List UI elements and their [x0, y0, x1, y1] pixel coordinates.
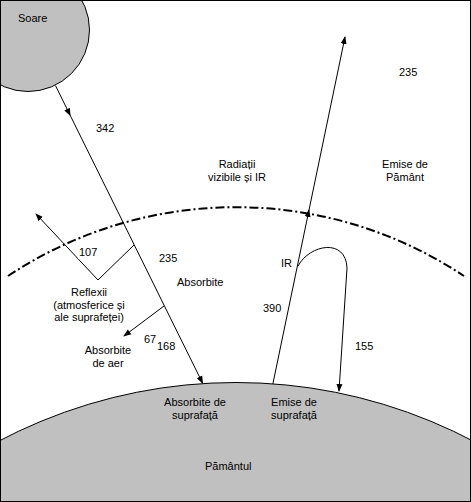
earth-circle-outline	[0, 382, 471, 502]
absorbed-label: Absorbite	[176, 276, 224, 289]
callout-number: 168	[156, 340, 176, 353]
callout-number: 107	[78, 246, 98, 259]
earth-circle: Absorbite de suprafață Emise de suprafață…	[0, 382, 471, 502]
reflection-label: Reflexii (atmosferice și ale suprafeței)	[45, 286, 133, 324]
callout-number: 235	[158, 252, 178, 265]
air-absorbed-label: Absorbite de aer	[78, 344, 138, 369]
surface-emitted-label: Emise de suprafață	[266, 396, 322, 421]
callout-number: 235	[398, 66, 418, 79]
incoming-radiation-arrow	[55, 86, 202, 384]
sun-label: Soare	[18, 12, 47, 25]
radiation-label: Radiații vizibile și IR	[200, 158, 274, 183]
earth-emitted-label: Emise de Pământ	[376, 158, 434, 183]
back-radiation-arrow	[298, 247, 347, 391]
ir-label: IR	[280, 257, 293, 270]
surface-emission-arrow	[272, 37, 345, 388]
callout-number: 155	[354, 340, 374, 353]
reflection-arrow	[36, 214, 134, 280]
callout-number: 390	[262, 302, 282, 315]
callout-number: 342	[95, 122, 115, 135]
surface-absorbed-label: Absorbite de suprafață	[160, 396, 230, 421]
sun-circle: Soare	[0, 0, 90, 92]
earth-label: Pământul	[205, 460, 251, 473]
atmosphere-boundary	[8, 207, 464, 276]
